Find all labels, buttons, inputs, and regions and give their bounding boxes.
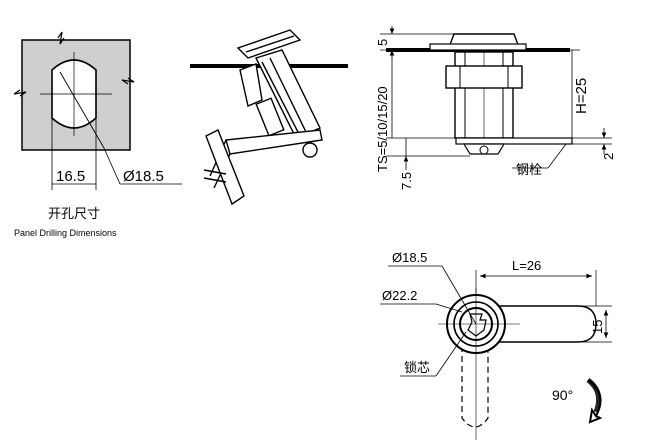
panel-caption-en: Panel Drilling Dimensions	[14, 228, 117, 238]
top-view: Ø18.5 Ø22.2 L=26 15 锁芯 90°	[380, 250, 612, 440]
isometric-view	[190, 29, 348, 206]
top-length-dim: L=26	[512, 258, 541, 273]
side-h-dim: H=25	[573, 78, 590, 114]
top-width-dim: 15	[590, 320, 605, 334]
panel-caption-cn: 开孔尺寸	[48, 207, 100, 222]
break-mark-right	[121, 77, 135, 85]
top-inner-dia-dim: Ø18.5	[392, 250, 427, 265]
side-ts-dim: TS=5/10/15/20	[375, 86, 390, 172]
top-rotation-label: 90°	[552, 387, 573, 403]
break-mark-top	[57, 31, 65, 45]
top-outer-dia-dim: Ø22.2	[382, 288, 417, 303]
panel-width-dim: 16.5	[56, 168, 85, 185]
side-view: 5 TS=5/10/15/20 7.5 H=25 2 钢栓	[375, 26, 616, 190]
break-mark-left	[13, 89, 27, 97]
panel-drilling-view: 16.5 Ø18.5 开孔尺寸 Panel Drilling Dimension…	[13, 31, 182, 238]
top-core-label: 锁芯	[404, 360, 430, 376]
side-bottom-dim: 7.5	[399, 172, 414, 190]
side-bolt-label: 钢栓	[516, 163, 542, 178]
side-top-dim: 5	[375, 39, 390, 46]
top-cam	[478, 305, 597, 343]
side-thickness-dim: 2	[601, 153, 616, 160]
panel-diameter-dim: Ø18.5	[123, 168, 164, 185]
top-cam-rotated	[461, 336, 489, 428]
side-cam	[455, 137, 573, 145]
iso-cam	[225, 129, 323, 155]
